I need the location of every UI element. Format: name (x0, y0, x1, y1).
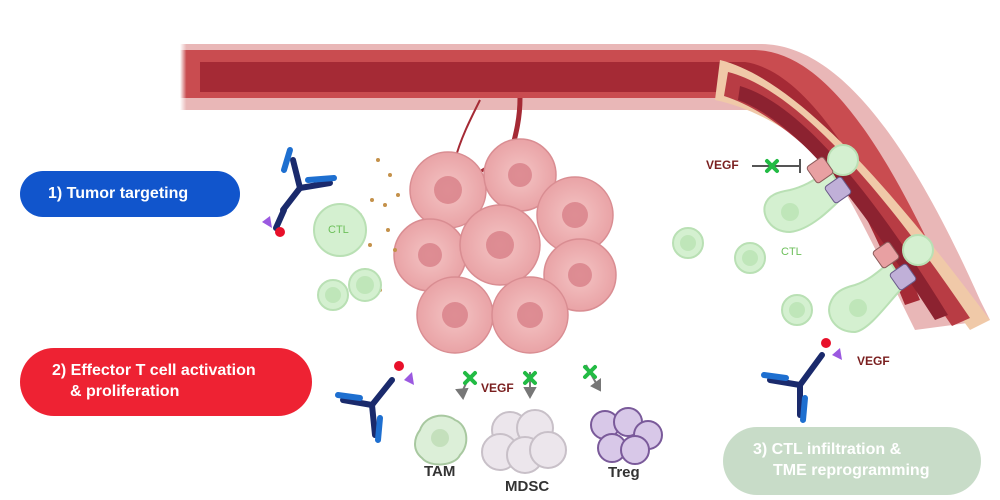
step-2-label-line2: & proliferation (70, 383, 180, 400)
mdsc-cell-icon (481, 409, 567, 474)
treg-cell-icon (590, 407, 663, 465)
tam-label: TAM (424, 463, 456, 480)
block-x-icon (765, 159, 779, 173)
step-1-badge: 1) Tumor targeting (20, 171, 240, 217)
vegf-label-right-antibody: VEGF (857, 354, 890, 368)
tumor-cluster-icon (393, 138, 617, 354)
vegf-label-bottom: VEGF (481, 381, 514, 395)
treg-label: Treg (608, 464, 640, 481)
antibody-icon (262, 147, 337, 237)
tam-cell-icon (414, 414, 468, 466)
vegf-block-line (752, 159, 801, 173)
step-3-badge: 3) CTL infiltration & TME reprogramming (723, 427, 981, 495)
step-2-badge: 2) Effector T cell activation & prolifer… (20, 348, 312, 416)
ctl-cell-icon (672, 144, 934, 334)
antibody-icon (761, 338, 842, 423)
step-3-label-line1: 3) CTL infiltration & (753, 441, 902, 459)
ctl-label-left: CTL (328, 224, 349, 236)
step-3-label-line2: TME reprogramming (773, 462, 930, 479)
mdsc-label: MDSC (505, 478, 550, 495)
block-x-icon (463, 365, 597, 385)
step-2-label-line1: 2) Effector T cell activation (52, 362, 256, 380)
ctl-cell-icon (313, 203, 382, 311)
vegf-label-right-vessel: VEGF (706, 158, 739, 172)
ctl-label-right: CTL (781, 246, 802, 258)
antibody-icon (335, 361, 414, 443)
step-1-label: 1) Tumor targeting (48, 184, 189, 202)
